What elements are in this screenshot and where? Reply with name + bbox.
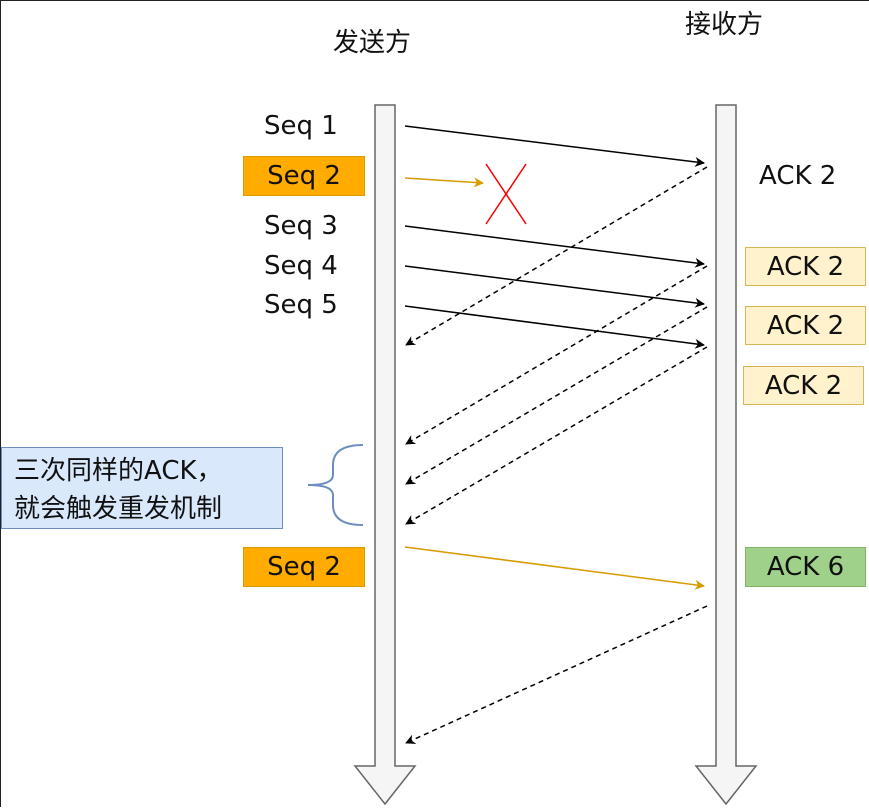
seq4-arrow — [404, 265, 705, 308]
seq3-label: Seq 3 — [264, 211, 338, 241]
ack6-arrow — [405, 605, 708, 744]
seq5-arrow — [404, 305, 705, 349]
note-line-1: 三次同样的ACK， — [14, 456, 223, 486]
sender-lifeline — [353, 104, 417, 806]
ack6-label: ACK 6 — [745, 547, 866, 587]
receiver-lifeline — [694, 104, 758, 806]
seq2-label: Seq 2 — [243, 156, 365, 196]
ack2-dup-arrow-3 — [405, 346, 708, 525]
seq1-label: Seq 1 — [264, 111, 338, 141]
ack2-arrow-1 — [405, 166, 708, 346]
seq2-lost-arrow — [404, 177, 484, 188]
packet-lost-cross-icon — [485, 163, 527, 225]
note-line-2: 就会触发重发机制 — [14, 494, 223, 524]
ack2-dup-label-1: ACK 2 — [745, 247, 866, 286]
sender-title: 发送方 — [333, 28, 412, 58]
seq2-retransmit-arrow — [404, 546, 705, 590]
ack2-dup-label-2: ACK 2 — [745, 306, 866, 345]
seq3-arrow — [404, 225, 705, 268]
seq4-label: Seq 4 — [264, 251, 338, 281]
brace-icon — [307, 444, 364, 526]
seq1-arrow — [404, 125, 705, 167]
triple-dup-ack-note: 三次同样的ACK， 就会触发重发机制 — [1, 447, 283, 529]
ack2-dup-arrow-1 — [405, 265, 708, 445]
ack2-label-1: ACK 2 — [759, 161, 837, 191]
receiver-title: 接收方 — [685, 10, 764, 40]
ack2-dup-arrow-2 — [405, 306, 708, 485]
seq5-label: Seq 5 — [264, 290, 338, 320]
ack2-dup-label-3: ACK 2 — [743, 366, 864, 405]
seq2-retransmit-label: Seq 2 — [243, 547, 365, 587]
